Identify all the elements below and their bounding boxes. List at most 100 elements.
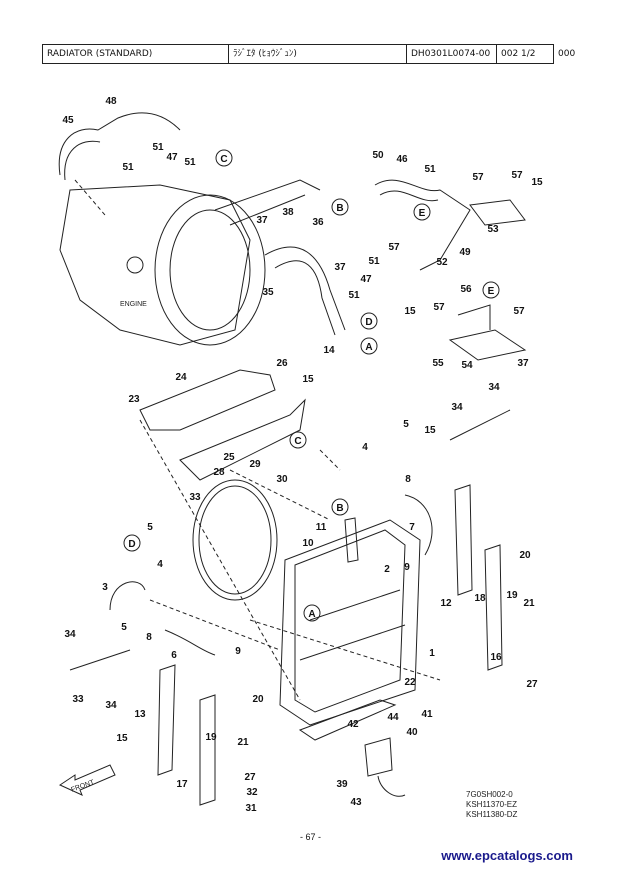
callout-number: 19	[506, 590, 518, 601]
plate-13	[157, 664, 176, 776]
callout-number: 33	[72, 694, 84, 705]
callout-number: 49	[459, 247, 471, 258]
pipe-33	[449, 409, 511, 441]
callout-number: 20	[519, 550, 531, 561]
callout-number: 34	[64, 629, 76, 640]
hose-36	[264, 246, 346, 331]
callout-number: 34	[488, 382, 500, 393]
hose-6	[164, 629, 216, 656]
callout-number: 51	[348, 290, 360, 301]
svg-text:B: B	[336, 503, 343, 514]
header-index: 000	[558, 49, 576, 59]
header-page-ref: 002 1/2	[501, 49, 536, 59]
plate-12	[454, 484, 473, 596]
callout-number: 36	[312, 217, 324, 228]
callout-number: 4	[362, 442, 368, 453]
bracket-22	[298, 699, 397, 741]
reserve-tank	[364, 737, 393, 777]
callout-number: 55	[432, 358, 444, 369]
svg-text:A: A	[365, 342, 372, 353]
hose-35	[214, 179, 321, 211]
callout-number: 45	[62, 115, 74, 126]
callout-number: 51	[424, 164, 436, 175]
callout-number: 27	[244, 772, 256, 783]
callout-number: 7	[409, 522, 415, 533]
callout-number: 28	[213, 467, 225, 478]
callout-number: 34	[105, 700, 117, 711]
engine-outline	[59, 184, 251, 346]
engine-label: ENGINE	[120, 301, 147, 308]
callout-number: 41	[421, 709, 433, 720]
tank-2	[344, 517, 359, 563]
callout-number: 21	[237, 737, 249, 748]
callout-number: 6	[171, 650, 177, 661]
callout-number: 46	[396, 154, 408, 165]
hose-48	[58, 112, 181, 176]
reference-code: 7G0SH002-0	[466, 790, 513, 799]
callout-number: 32	[246, 787, 258, 798]
svg-text:C: C	[294, 436, 301, 447]
watermark-link[interactable]: www.epcatalogs.com	[441, 848, 573, 863]
callout-number: 51	[152, 142, 164, 153]
svg-text:C: C	[220, 154, 227, 165]
svg-text:A: A	[308, 609, 315, 620]
callout-number: 8	[146, 632, 152, 643]
callout-number: 57	[513, 306, 525, 317]
shroud-24	[179, 398, 306, 481]
bracket-53	[469, 199, 526, 226]
callout-number: 19	[205, 732, 217, 743]
callout-number: 30	[276, 474, 288, 485]
callout-number: 37	[334, 262, 346, 273]
callout-number: 1	[429, 648, 435, 659]
callout-number: 34	[451, 402, 463, 413]
callout-number: 52	[436, 257, 448, 268]
callout-number: 29	[249, 459, 261, 470]
callout-number: 37	[517, 358, 529, 369]
callout-number: 40	[406, 727, 418, 738]
header-table: RADIATOR (STANDARD) ﾗｼﾞｴﾀ (ﾋｮｳｼﾞｭﾝ) DH03…	[42, 44, 554, 64]
callout-number: 16	[490, 652, 502, 663]
engine-flywheel-housing	[154, 194, 266, 346]
callout-number: 57	[433, 302, 445, 313]
callout-number: 8	[405, 474, 411, 485]
svg-text:E: E	[488, 286, 495, 297]
callout-number: 48	[105, 96, 117, 107]
callout-number: 51	[368, 256, 380, 267]
front-arrow	[58, 764, 116, 796]
callout-number: 15	[302, 374, 314, 385]
callout-number: 21	[523, 598, 535, 609]
callout-number: 31	[245, 803, 257, 814]
callout-number: 23	[128, 394, 140, 405]
svg-text:D: D	[365, 317, 372, 328]
callout-number: 26	[276, 358, 288, 369]
callout-number: 51	[184, 157, 196, 168]
callout-number: 11	[316, 522, 327, 533]
callout-number: 9	[235, 646, 241, 657]
callout-number: 27	[526, 679, 538, 690]
pipe-33b	[69, 649, 131, 671]
callout-number: 43	[350, 797, 362, 808]
fan-ring-30	[192, 479, 278, 601]
reference-code: KSH11380-DZ	[466, 810, 518, 819]
callout-number: 42	[347, 719, 359, 730]
plate-16	[484, 544, 503, 671]
callout-number: 38	[282, 207, 294, 218]
callout-number: 5	[121, 622, 127, 633]
callout-number: 5	[403, 419, 409, 430]
callout-number: 15	[531, 177, 543, 188]
callout-number: 47	[360, 274, 372, 285]
callout-number: 4	[157, 559, 163, 570]
callout-number: 18	[474, 593, 486, 604]
callout-number: 22	[404, 677, 416, 688]
front-label: FRONT	[70, 779, 96, 794]
callout-number: 57	[472, 172, 484, 183]
shroud-14	[139, 369, 276, 431]
callout-number: 33	[189, 492, 201, 503]
hose-3	[109, 581, 146, 611]
reference-codes: 7G0SH002-0 KSH11370-EZ KSH11380-DZ	[466, 790, 517, 820]
callout-number: 5	[147, 522, 153, 533]
callout-number: 54	[461, 360, 473, 371]
radiator-core	[279, 519, 421, 726]
svg-text:B: B	[336, 203, 343, 214]
callout-number: 56	[460, 284, 472, 295]
